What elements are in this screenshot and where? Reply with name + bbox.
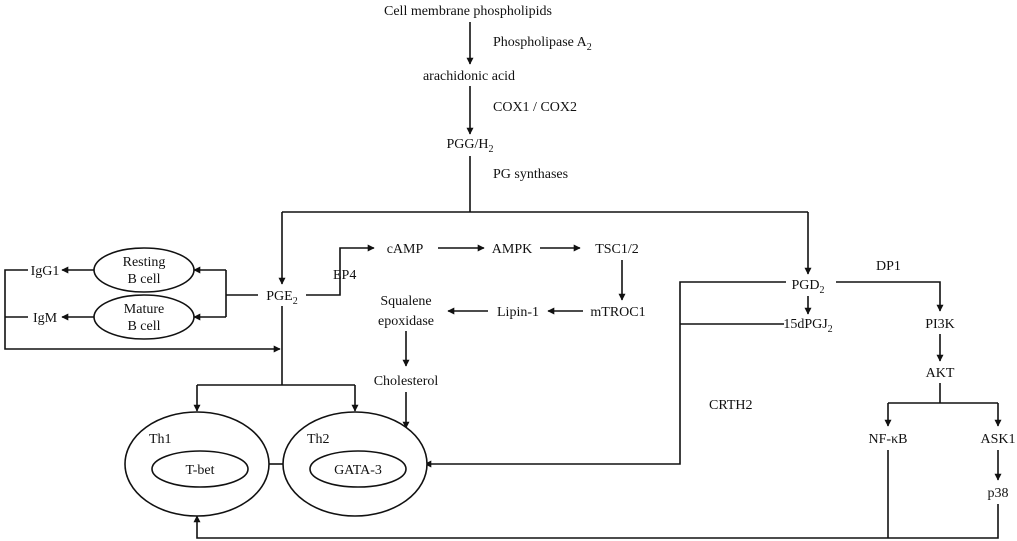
label-p38: p38 — [988, 486, 1009, 501]
label-nfkb: NF-κB — [869, 432, 908, 447]
mature-bcell-ellipse — [93, 294, 195, 340]
label-pge2: PGE2 — [266, 289, 297, 307]
label-pggh2: PGG/H2 — [446, 137, 493, 155]
label-th2: Th2 — [307, 432, 330, 447]
label-tbet: T-bet — [185, 463, 214, 478]
label-ampk: AMPK — [492, 242, 532, 257]
label-mature-bcell: B cell — [127, 319, 160, 334]
arrow-pgd-to-pi3k — [836, 281, 944, 312]
arrow-ig-feedback — [4, 269, 281, 353]
resting-bcell-ellipse — [93, 247, 195, 293]
label-igm: IgM — [33, 311, 58, 326]
label-epoxidase: epoxidase — [378, 314, 434, 329]
label-15dpgj2: 15dPGJ2 — [783, 317, 832, 335]
label-gata3: GATA-3 — [334, 463, 382, 478]
label-ep4: EP4 — [333, 268, 356, 283]
label-phospholipase-a2: Phospholipase A2 — [493, 35, 592, 53]
label-th1: Th1 — [149, 432, 172, 447]
label-squalene: Squalene — [380, 294, 431, 309]
label-resting-bcell: B cell — [127, 272, 160, 287]
label-arachidonic-acid: arachidonic acid — [423, 69, 515, 84]
label-mature: Mature — [124, 302, 164, 317]
arrow-pge-to-camp — [306, 244, 375, 296]
label-igg1: IgG1 — [31, 264, 60, 279]
label-pgd2: PGD2 — [791, 278, 824, 296]
shapes — [93, 247, 428, 517]
label-resting: Resting — [123, 255, 166, 270]
label-mtroc1: mTROC1 — [590, 305, 645, 320]
label-pg-synthases: PG synthases — [493, 167, 568, 182]
tbet-ellipse — [151, 450, 249, 488]
label-camp: cAMP — [387, 242, 424, 257]
label-tsc1-2: TSC1/2 — [595, 242, 639, 257]
label-lipin-1: Lipin-1 — [497, 305, 539, 320]
gata3-ellipse — [309, 450, 407, 488]
arrow-p38-to-th1 — [193, 504, 999, 539]
label-pi3k: PI3K — [925, 317, 955, 332]
label-dp1: DP1 — [876, 259, 901, 274]
label-cox1-cox2: COX1 / COX2 — [493, 100, 577, 115]
label-akt: AKT — [926, 366, 955, 381]
connectors — [4, 22, 1002, 539]
labels: Cell membrane phospholipids Phospholipas… — [31, 4, 1016, 501]
label-membrane-phospholipids: Cell membrane phospholipids — [384, 4, 552, 19]
arrow-crth2-to-th2 — [424, 281, 786, 468]
label-ask1: ASK1 — [980, 432, 1015, 447]
label-cholesterol: Cholesterol — [374, 374, 439, 389]
label-crth2: CRTH2 — [709, 398, 753, 413]
